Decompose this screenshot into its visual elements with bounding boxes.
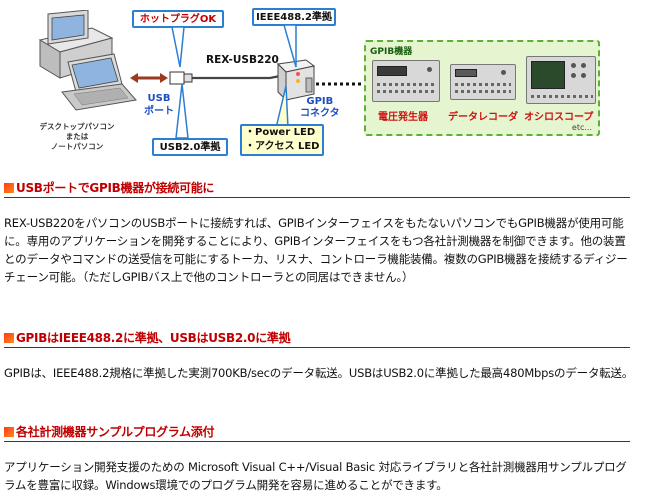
gpib-devices-box: GPIB機器 電圧発生器 データレコーダ オシロスコープ etc... xyxy=(364,40,600,136)
square-bullet-icon xyxy=(4,183,14,193)
square-bullet-icon xyxy=(4,427,14,437)
section-heading-sample-programs: 各社計測機器サンプルプログラム添付 xyxy=(4,422,630,442)
instrument-label-oscilloscope: オシロスコープ xyxy=(524,112,594,123)
pc-illustration xyxy=(38,10,137,111)
section-heading-usb-gpib: USBポートでGPIB機器が接続可能に xyxy=(4,178,630,198)
usb20-pointer xyxy=(175,84,189,139)
gpib-box-title: GPIB機器 xyxy=(370,47,413,57)
pc-label: デスクトップパソコン または ノートパソコン xyxy=(39,122,115,151)
section-heading-text: GPIBはIEEE488.2に準拠、USBはUSB2.0に準拠 xyxy=(16,331,291,345)
section-body-standards: GPIBは、IEEE488.2規格に準拠した実測700KB/secのデータ転送。… xyxy=(4,366,634,380)
ieee-pointer xyxy=(283,25,297,68)
usb-port-label: USB ポート xyxy=(144,93,174,117)
section-heading-text: USBポートでGPIB機器が接続可能に xyxy=(16,181,215,195)
usb-plug-icon xyxy=(169,71,193,85)
gpib-connector-label: GPIB コネクタ xyxy=(300,96,340,119)
gpib-etc-label: etc... xyxy=(571,123,592,132)
instrument-label-recorder: データレコーダ xyxy=(448,112,518,123)
section-body-usb-gpib: REX-USB220をパソコンのUSBポートに接続すれば、GPIBインターフェイ… xyxy=(4,216,628,284)
square-bullet-icon xyxy=(4,333,14,343)
usb20-callout: USB2.0準拠 xyxy=(152,138,228,156)
section-heading-standards: GPIBはIEEE488.2に準拠、USBはUSB2.0に準拠 xyxy=(4,328,630,348)
product-model-label: REX-USB220 xyxy=(206,54,279,66)
laptop-pc-icon xyxy=(61,53,137,111)
product-diagram: デスクトップパソコン または ノートパソコン ホットプラグOK xyxy=(0,0,650,165)
ieee-callout: IEEE488.2準拠 xyxy=(252,8,336,26)
hotplug-pointer xyxy=(171,27,185,68)
instrument-label-voltage: 電圧発生器 xyxy=(378,112,428,123)
led-callout: ・Power LED ・アクセス LED xyxy=(240,124,324,156)
connection-arrow-icon xyxy=(130,73,168,83)
section-heading-text: 各社計測機器サンプルプログラム添付 xyxy=(16,425,215,439)
data-recorder-icon xyxy=(450,64,516,100)
oscilloscope-icon xyxy=(526,56,596,104)
voltage-generator-icon xyxy=(372,60,440,102)
desktop-pc-icon xyxy=(38,10,114,79)
section-body-sample-programs: アプリケーション開発支援のための Microsoft Visual C++/Vi… xyxy=(4,460,627,492)
hotplug-callout: ホットプラグOK xyxy=(132,10,224,28)
